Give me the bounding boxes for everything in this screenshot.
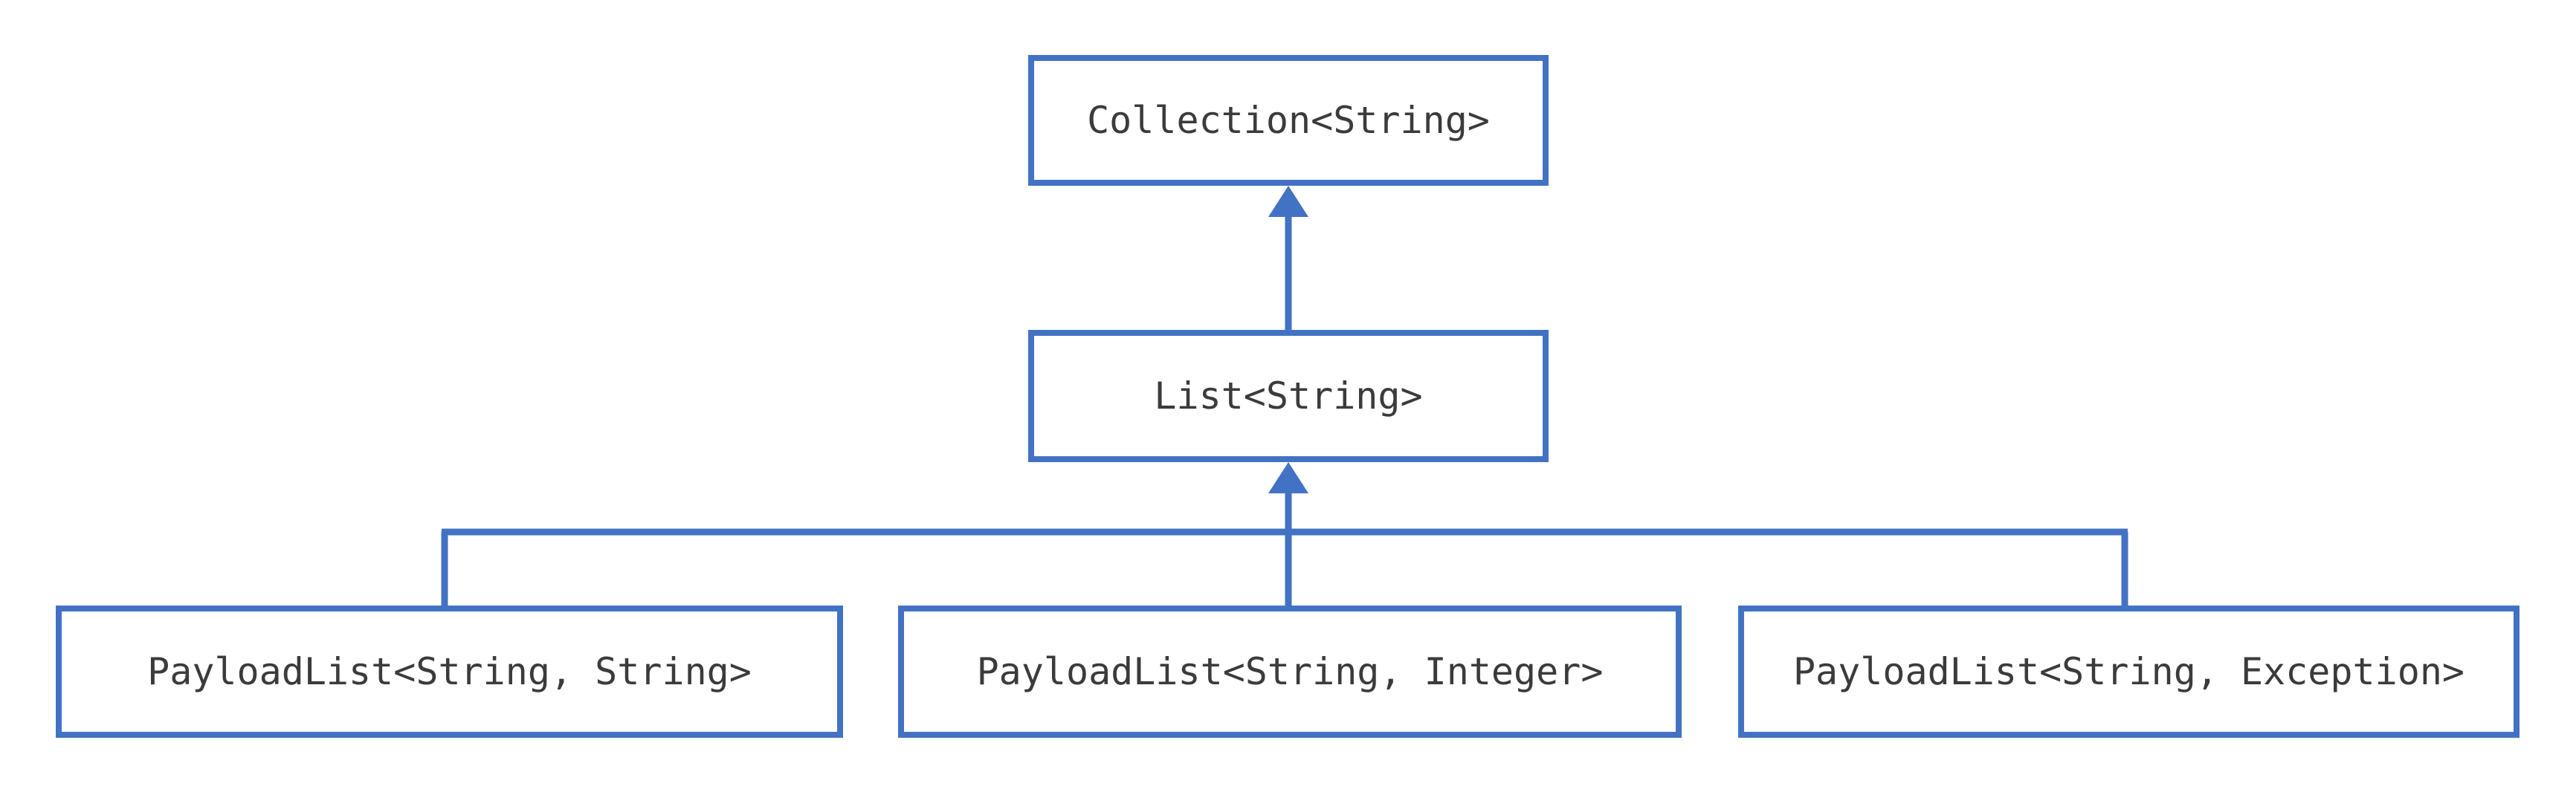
node-label: PayloadList<String, Integer> [976,649,1604,693]
node-payloadlist-string-exception[interactable]: PayloadList<String, Exception> [1738,606,2519,738]
node-list-string[interactable]: List<String> [1028,330,1549,462]
arrowhead-up-icon [1268,462,1308,493]
arrowhead-up-icon [1268,186,1308,217]
edge-list-to-collection [1268,186,1308,330]
node-collection-string[interactable]: Collection<String> [1028,55,1549,186]
node-label: List<String> [1154,374,1423,418]
node-label: PayloadList<String, String> [147,649,752,693]
node-payloadlist-string-integer[interactable]: PayloadList<String, Integer> [898,606,1682,738]
node-payloadlist-string-string[interactable]: PayloadList<String, String> [56,606,843,738]
edge-bus-subclasses [441,462,2128,606]
node-label: PayloadList<String, Exception> [1792,649,2465,693]
node-label: Collection<String> [1087,98,1490,142]
